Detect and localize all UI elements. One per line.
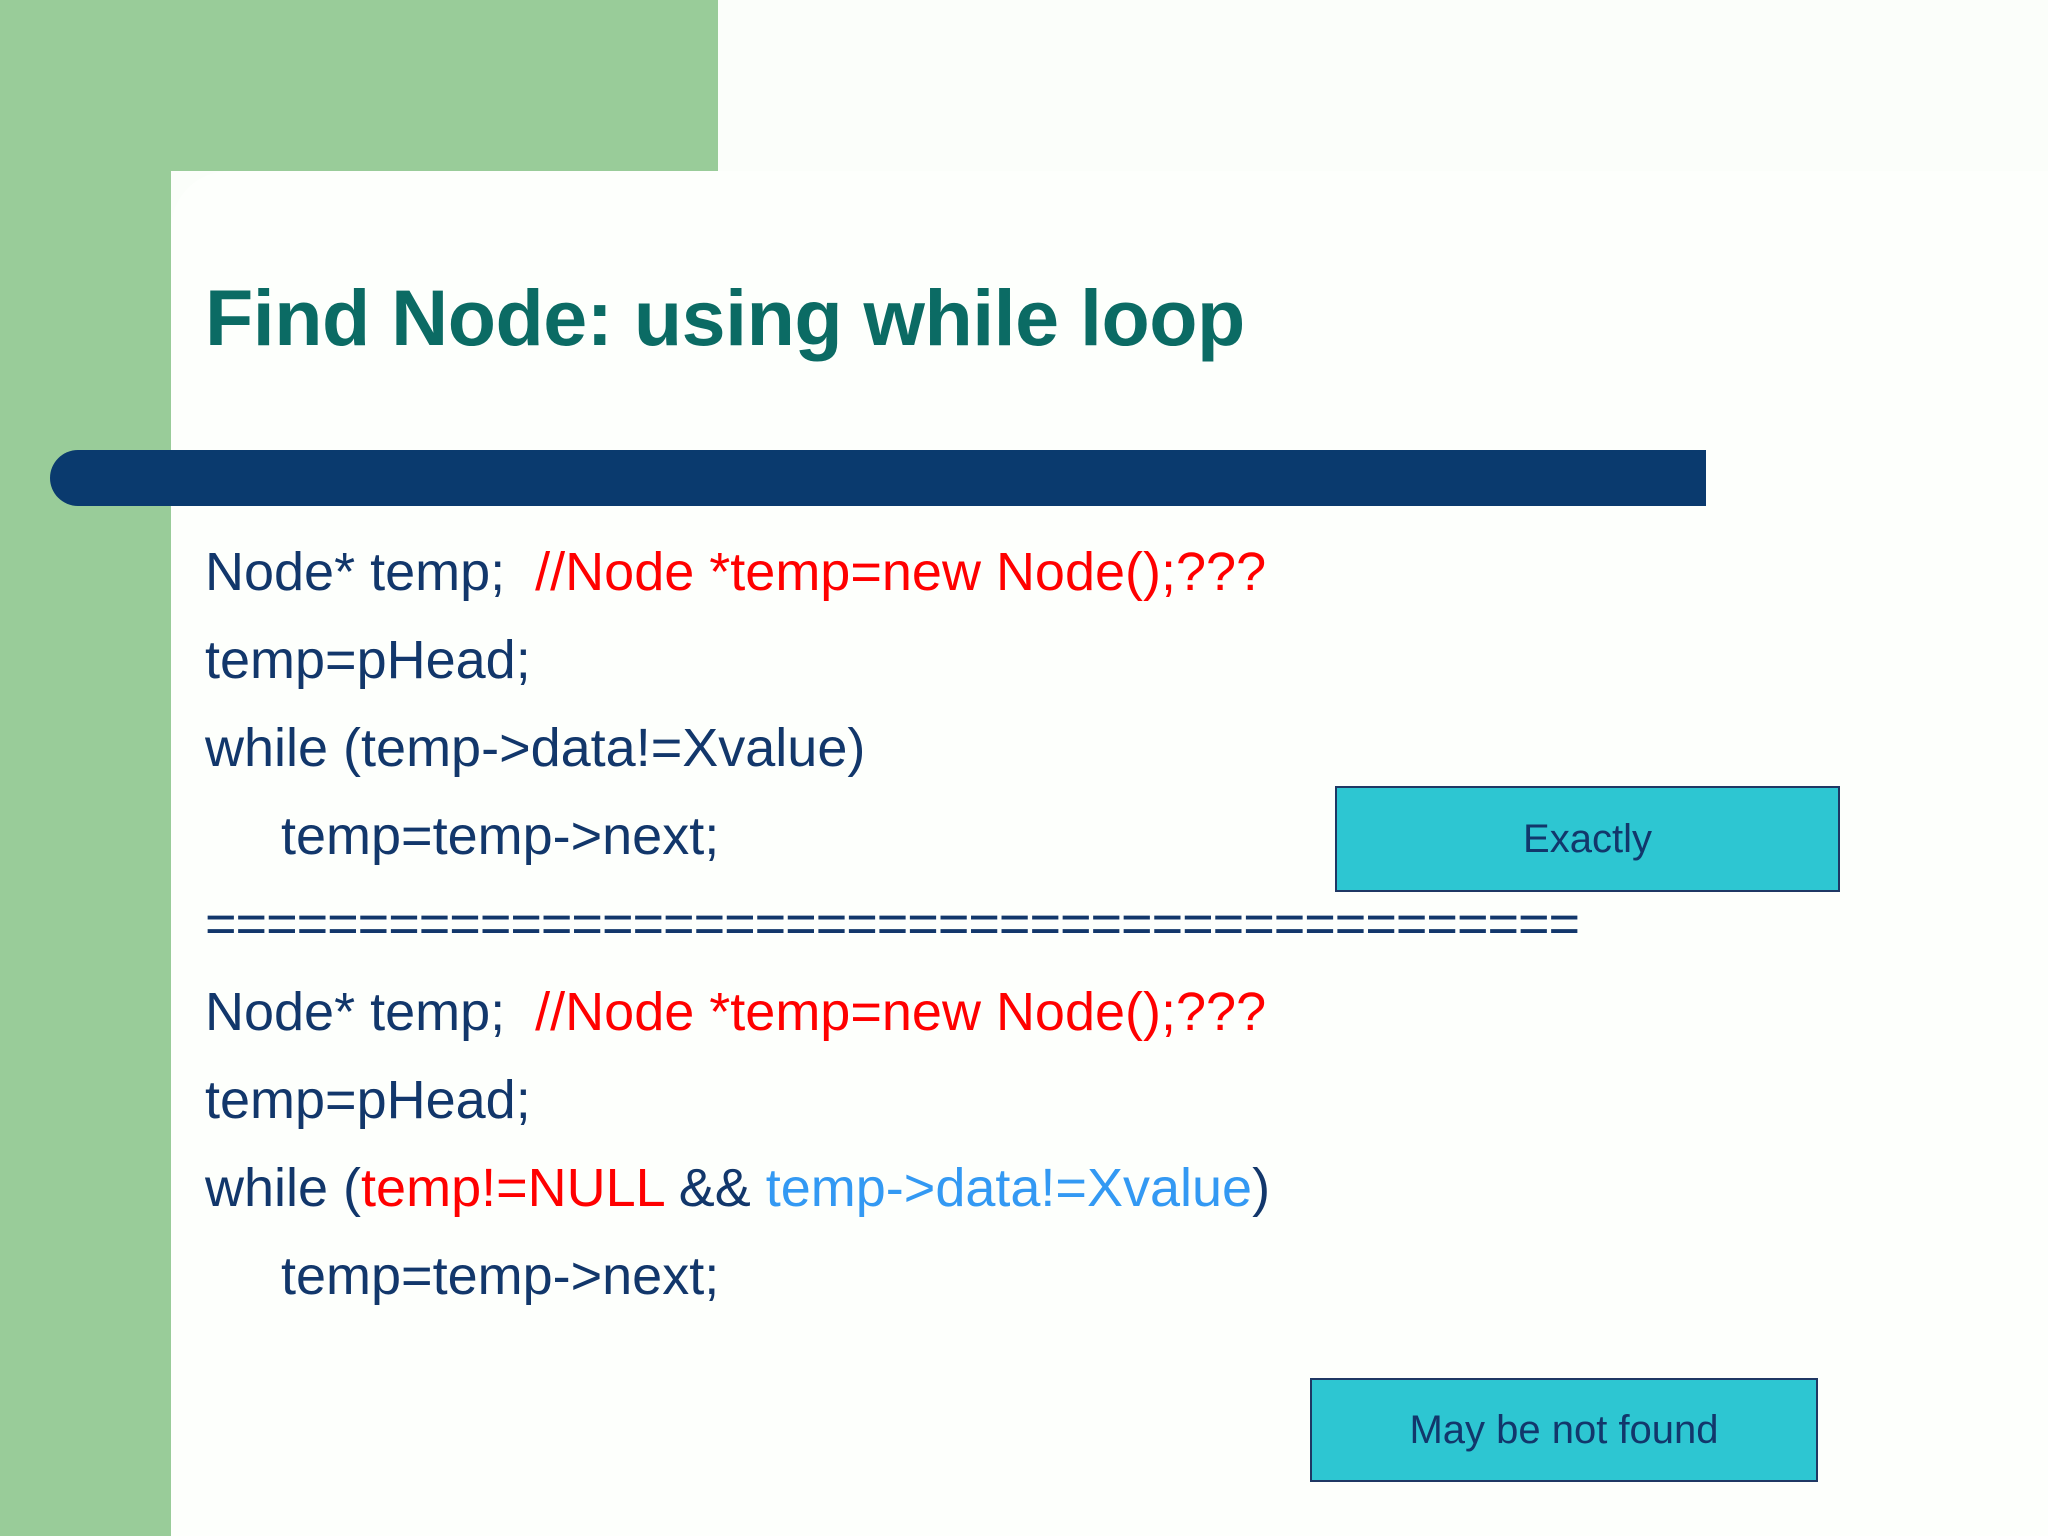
code-line: while (temp->data!=Xvalue) (205, 704, 1805, 792)
code-line: temp=temp->next; (205, 792, 1805, 880)
code-block-second: Node* temp; //Node *temp=new Node();???t… (205, 968, 1805, 1320)
code-token-navy: Node* temp; (205, 982, 536, 1042)
callout-exactly-label: Exactly (1523, 816, 1652, 861)
code-line: Node* temp; //Node *temp=new Node();??? (205, 968, 1805, 1056)
green-left-rail (0, 0, 171, 1536)
code-token-blue: temp->data!=Xvalue (765, 1158, 1253, 1218)
page-title: Find Node: using while loop (205, 273, 1245, 362)
code-separator: ========================================… (205, 894, 1580, 954)
code-content: Node* temp; //Node *temp=new Node();???t… (205, 528, 1805, 1320)
callout-not-found-label: May be not found (1409, 1407, 1719, 1452)
title-underline-bar (50, 450, 1706, 506)
code-token-red: temp!=NULL (361, 1158, 664, 1218)
code-token-navy: && (663, 1158, 766, 1218)
code-token-red: //Node *temp=new Node();??? (535, 982, 1267, 1042)
code-token-navy: temp=pHead; (205, 630, 531, 690)
code-line: temp=temp->next; (205, 1232, 1805, 1320)
code-line: while (temp!=NULL && temp->data!=Xvalue) (205, 1144, 1805, 1232)
code-token-navy: temp=temp->next; (281, 806, 720, 866)
callout-exactly: Exactly (1335, 786, 1840, 892)
code-token-navy: temp=temp->next; (281, 1246, 720, 1306)
code-line: temp=pHead; (205, 1056, 1805, 1144)
code-token-red: //Node *temp=new Node();??? (535, 542, 1267, 602)
code-block-first: Node* temp; //Node *temp=new Node();???t… (205, 528, 1805, 880)
code-token-navy: Node* temp; (205, 542, 536, 602)
code-token-navy: ) (1252, 1158, 1271, 1218)
code-token-navy: temp=pHead; (205, 1070, 531, 1130)
code-token-navy: while ( (205, 1158, 362, 1218)
code-line: temp=pHead; (205, 616, 1805, 704)
code-line: Node* temp; //Node *temp=new Node();??? (205, 528, 1805, 616)
callout-may-be-not-found: May be not found (1310, 1378, 1818, 1482)
code-token-navy: while (temp->data!=Xvalue) (205, 718, 866, 778)
